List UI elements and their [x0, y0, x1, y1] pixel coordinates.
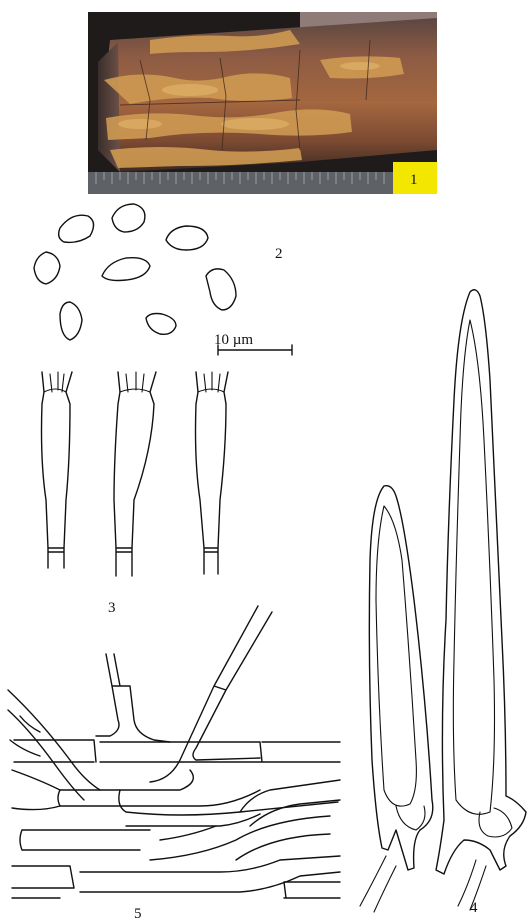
panel-5-label: 5 [134, 906, 142, 920]
panel-2-spores: 2 10 µm [34, 204, 292, 355]
cystidium [360, 486, 433, 912]
basidium [196, 372, 229, 574]
panel-5-hyphae: 5 [8, 606, 340, 920]
spore [206, 269, 236, 310]
spore [59, 215, 94, 242]
basidium [42, 372, 73, 568]
panel-2-label: 2 [275, 246, 283, 262]
panel-1-photo: 1 [88, 12, 437, 194]
panel-1-label: 1 [410, 172, 418, 188]
panel-4-cystidia: 4 [360, 290, 526, 916]
scale-bar-label: 10 µm [214, 332, 253, 348]
panel-4-label: 4 [470, 900, 478, 916]
basidium [114, 372, 156, 576]
spore [60, 302, 82, 340]
spore [112, 204, 145, 232]
spore [102, 258, 150, 281]
scale-bar: 10 µm [214, 332, 292, 355]
spore [166, 226, 208, 250]
spore [34, 252, 60, 284]
cystidium [436, 290, 526, 910]
spore [146, 314, 176, 335]
panel-3-basidia: 3 [42, 372, 229, 616]
panel-3-label: 3 [108, 600, 116, 616]
